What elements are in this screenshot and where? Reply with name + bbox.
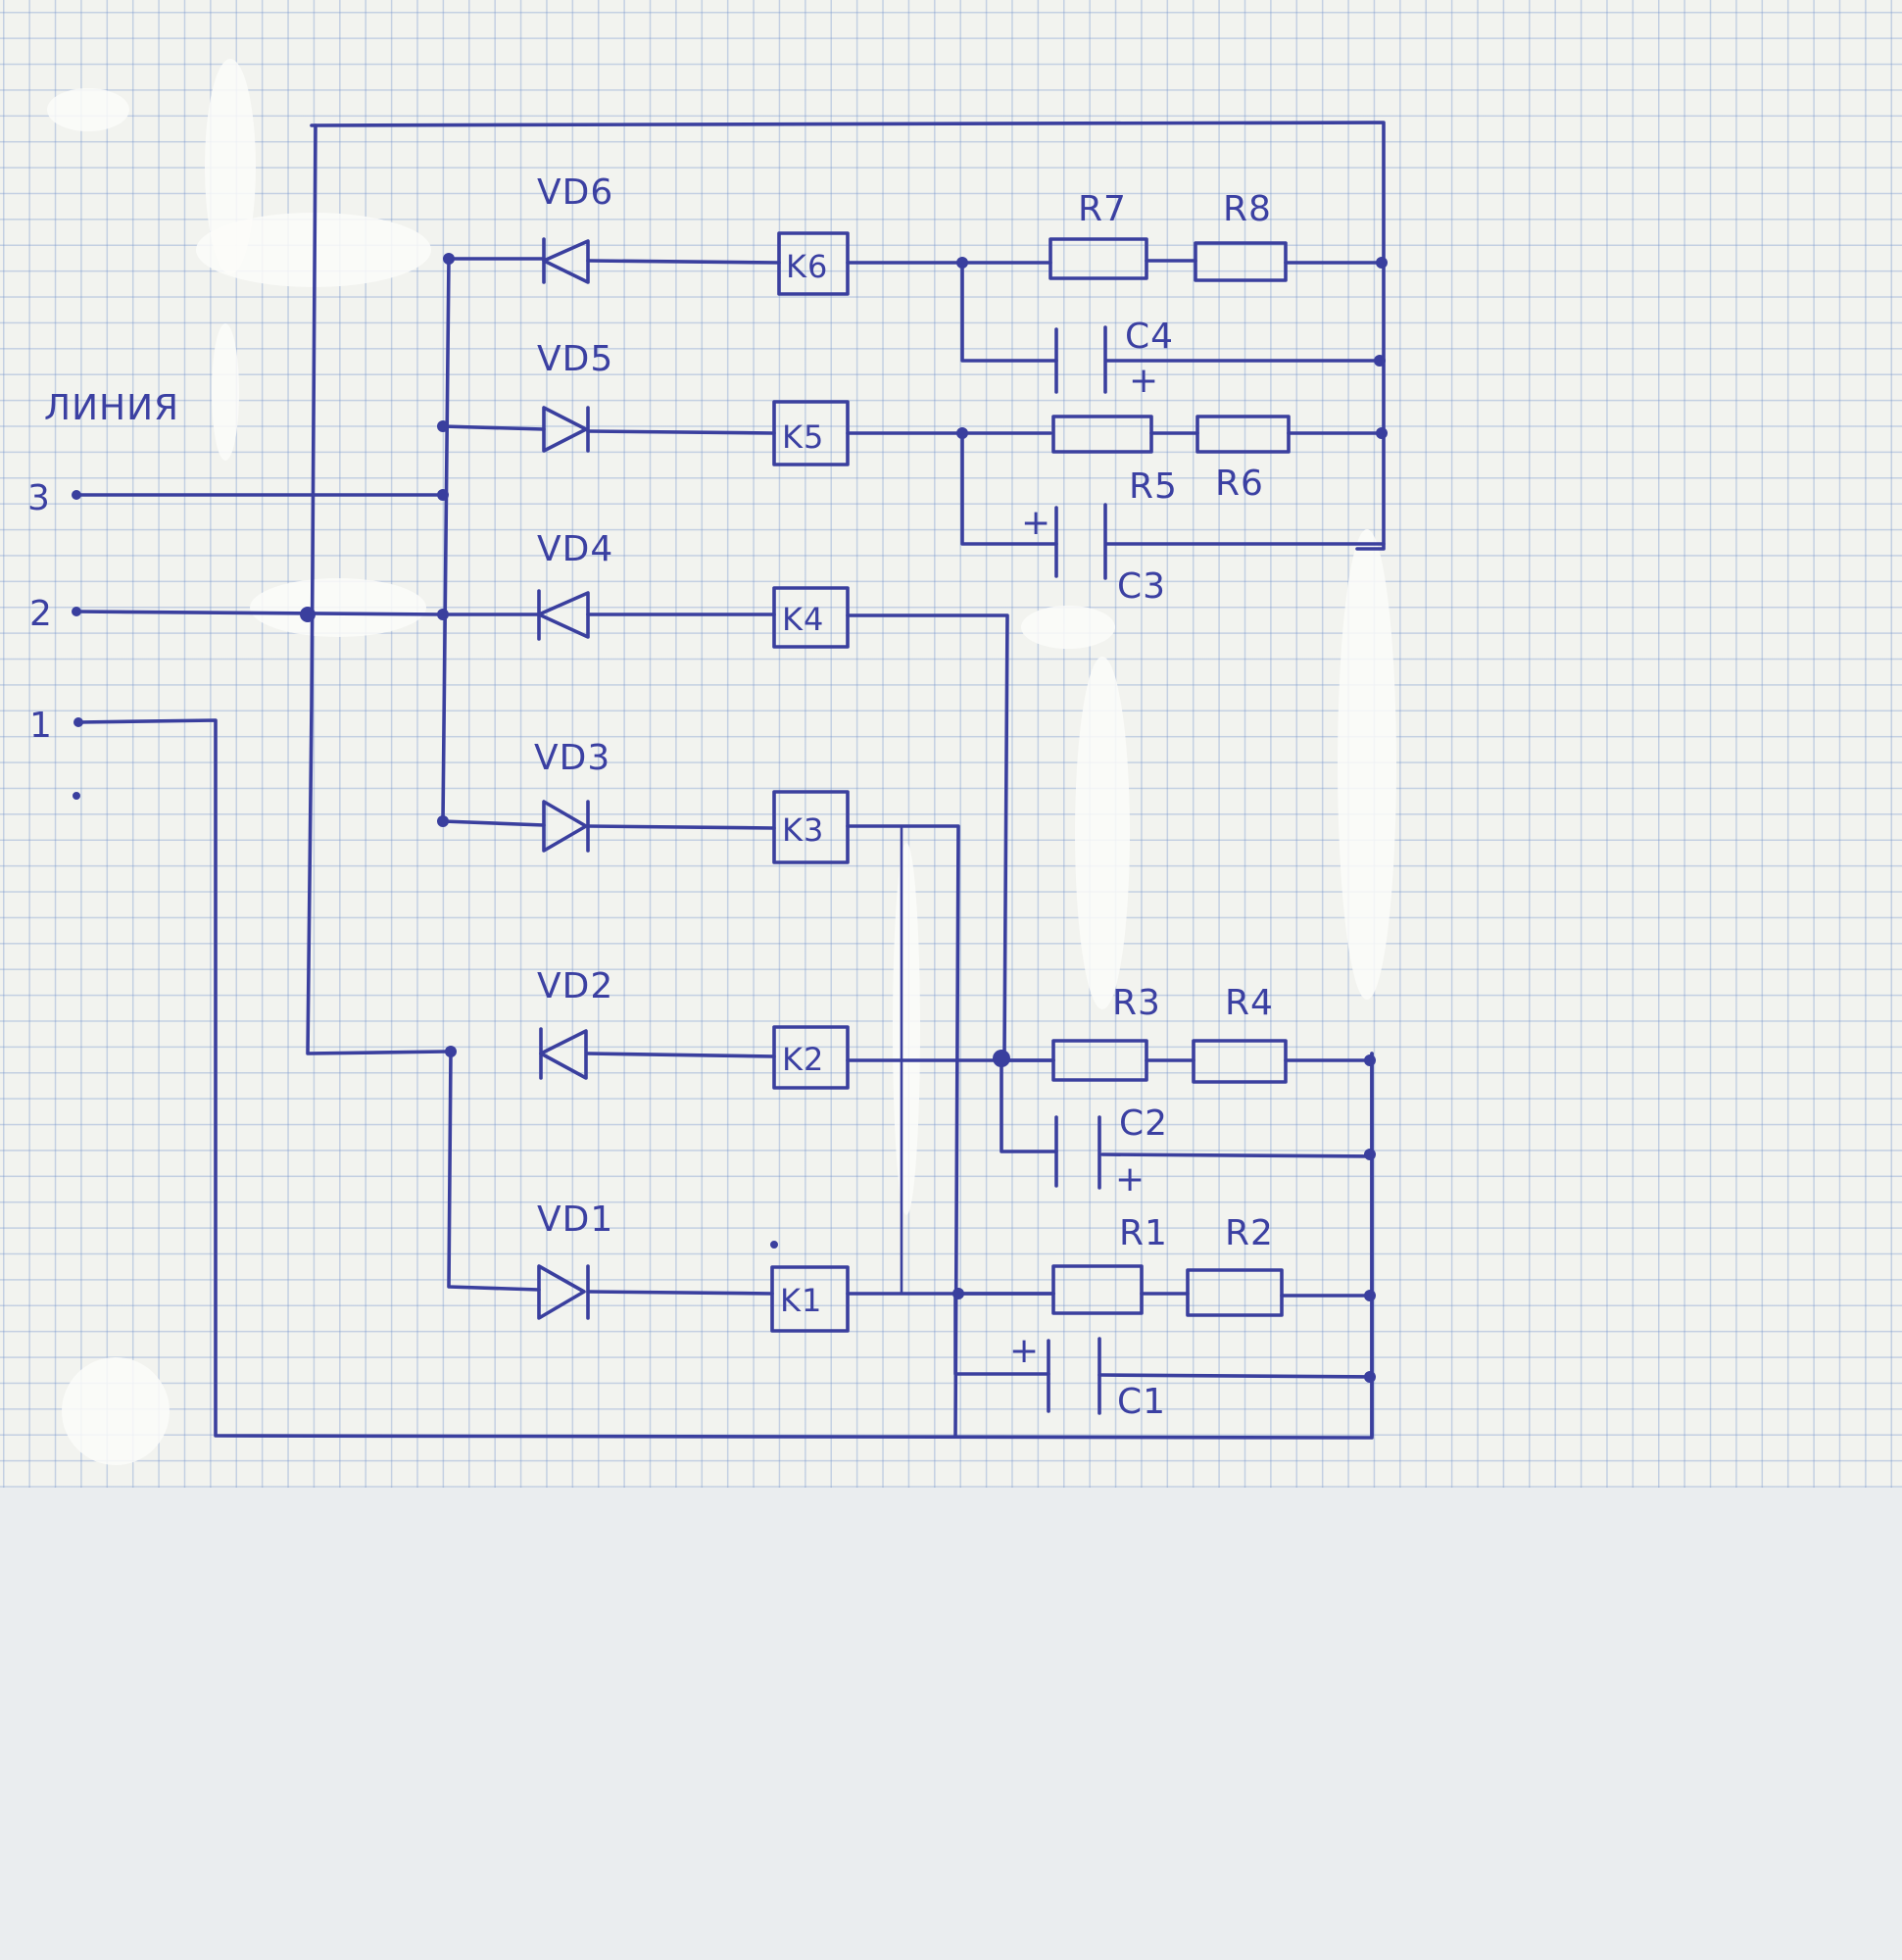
relay-k4: [772, 586, 850, 649]
resistor-label-r7: R7: [1078, 189, 1127, 229]
diode-label-vd3: VD3: [534, 738, 610, 778]
capacitor-c2: [1054, 1115, 1101, 1190]
resistor-r3: [1051, 1039, 1148, 1082]
resistor-r7: [1049, 237, 1148, 280]
terminal-label-1: 1: [29, 706, 53, 746]
line-title: ЛИНИЯ: [44, 388, 179, 428]
relay-k2: [772, 1025, 850, 1090]
resistor-label-r6: R6: [1215, 464, 1264, 504]
correction-smudges: [47, 59, 1396, 1465]
diode-vd3: [542, 800, 590, 853]
diode-vd5: [542, 406, 590, 453]
capacitor-label-c4: C4: [1125, 317, 1174, 357]
diode-vd4: [537, 589, 590, 641]
resistor-label-r5: R5: [1129, 466, 1178, 507]
capacitor-c1: [1047, 1337, 1101, 1415]
diode-label-vd5: VD5: [537, 339, 613, 379]
resistor-label-r8: R8: [1223, 189, 1272, 229]
wire-left-bus: [306, 123, 448, 1055]
capacitor-label-c2: C2: [1119, 1103, 1168, 1144]
diode-label-vd4: VD4: [537, 529, 613, 569]
resistor-r8: [1194, 241, 1288, 282]
polarity-c4: +: [1129, 361, 1159, 401]
resistor-r1: [1051, 1264, 1144, 1315]
polarity-c2: +: [1115, 1159, 1146, 1200]
wire-terminal-2: [74, 610, 445, 616]
relay-k3: [772, 790, 850, 864]
relay-label-k6: K6: [786, 248, 828, 285]
junction-dots: [72, 253, 1388, 1383]
resistor-r6: [1195, 415, 1291, 454]
scanner-background: [0, 1488, 1902, 1960]
relay-label-k4: K4: [782, 601, 824, 638]
labels: ЛИНИЯ 3 2 1 VD6 VD5 VD4 VD3 VD2 VD1 K6 K…: [27, 172, 1274, 1422]
capacitor-label-c1: C1: [1117, 1382, 1166, 1422]
wire-top-bus: [310, 121, 1386, 551]
relay-label-k2: K2: [782, 1041, 824, 1078]
resistor-r2: [1186, 1268, 1284, 1317]
resistor-label-r2: R2: [1225, 1213, 1274, 1253]
resistor-label-r4: R4: [1225, 983, 1274, 1023]
resistor-r5: [1051, 415, 1153, 454]
relay-label-k5: K5: [782, 418, 824, 456]
diode-vd2: [539, 1027, 588, 1080]
diode-label-vd6: VD6: [537, 172, 613, 213]
terminal-label-2: 2: [29, 594, 53, 634]
diode-label-vd2: VD2: [537, 966, 613, 1006]
diode-label-vd1: VD1: [537, 1200, 613, 1240]
capacitor-c4: [1054, 325, 1107, 394]
wire-diode-bus-lower: [447, 1050, 541, 1292]
resistor-label-r1: R1: [1119, 1213, 1168, 1253]
capacitor-c3: [1054, 503, 1107, 580]
polarity-c3: +: [1021, 503, 1051, 543]
relay-label-k1: K1: [780, 1282, 822, 1319]
polarity-c1: +: [1009, 1331, 1040, 1371]
capacitor-label-c3: C3: [1117, 566, 1166, 607]
relay-label-k3: K3: [782, 811, 824, 849]
circuit-schematic: ЛИНИЯ 3 2 1 VD6 VD5 VD4 VD3 VD2 VD1 K6 K…: [27, 59, 1396, 1465]
diode-vd1: [537, 1264, 590, 1320]
relay-k6: [777, 231, 850, 296]
terminal-label-3: 3: [27, 478, 51, 518]
relay-k1: [770, 1265, 850, 1333]
diode-vd6: [542, 237, 590, 284]
resistor-label-r3: R3: [1112, 983, 1161, 1023]
relay-k5: [772, 400, 850, 466]
wire-diode-bus-upper: [441, 257, 546, 827]
resistor-r4: [1192, 1039, 1288, 1084]
wiring: [74, 121, 1386, 1440]
